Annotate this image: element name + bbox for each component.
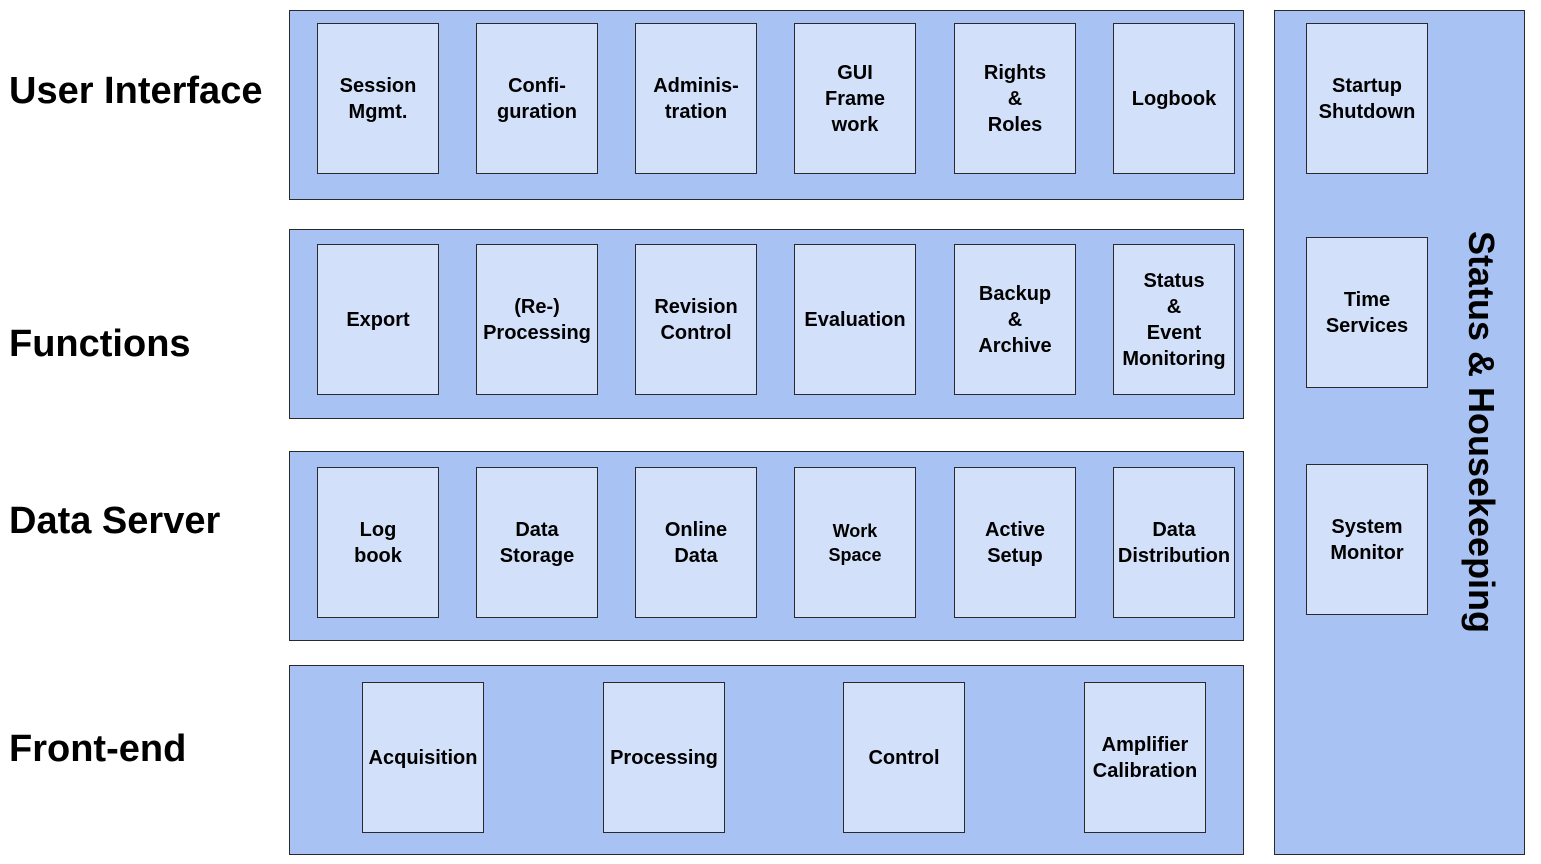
module-label: Data Distribution: [1117, 518, 1231, 567]
data-server-panel: Log book Data Storage Online Data Work S…: [289, 451, 1244, 641]
module-label: Work Space: [828, 520, 882, 565]
module-label: Session Mgmt.: [339, 74, 417, 123]
module-label: Logbook: [1131, 87, 1217, 110]
module-system-monitor[interactable]: System Monitor: [1306, 464, 1428, 615]
module-label: Data Storage: [499, 518, 575, 567]
front-end-panel: Acquisition Processing Control Amplifier…: [289, 665, 1244, 855]
layer-label-front-end: Front-end: [9, 728, 187, 770]
layer-label-data-server: Data Server: [9, 500, 221, 542]
module-label: Time Services: [1325, 288, 1409, 337]
module-acquisition[interactable]: Acquisition: [362, 682, 484, 833]
module-active-setup[interactable]: Active Setup: [954, 467, 1076, 618]
module-data-storage[interactable]: Data Storage: [476, 467, 598, 618]
housekeeping-title: Status & Housekeeping: [1461, 230, 1502, 634]
functions-panel: Export (Re-) Processing Revision Control…: [289, 229, 1244, 419]
module-label: Startup Shutdown: [1318, 74, 1416, 123]
module-control[interactable]: Control: [843, 682, 965, 833]
module-processing[interactable]: Processing: [603, 682, 725, 833]
module-session-mgmt[interactable]: Session Mgmt.: [317, 23, 439, 174]
module-configuration[interactable]: Confi- guration: [476, 23, 598, 174]
module-label: Online Data: [664, 518, 728, 567]
module-administration[interactable]: Adminis- tration: [635, 23, 757, 174]
module-label: GUI Frame work: [824, 61, 886, 136]
module-reprocessing[interactable]: (Re-) Processing: [476, 244, 598, 395]
module-status-event-monitoring[interactable]: Status & Event Monitoring: [1113, 244, 1235, 395]
module-label: (Re-) Processing: [483, 295, 591, 344]
module-label: Rights & Roles: [983, 61, 1047, 136]
module-time-services[interactable]: Time Services: [1306, 237, 1428, 388]
housekeeping-panel: Startup Shutdown Time Services System Mo…: [1274, 10, 1525, 855]
module-startup-shutdown[interactable]: Startup Shutdown: [1306, 23, 1428, 174]
module-label: Confi- guration: [497, 74, 577, 123]
module-work-space[interactable]: Work Space: [794, 467, 916, 618]
module-label: Acquisition: [368, 746, 478, 769]
module-label: Backup & Archive: [978, 282, 1052, 357]
module-revision-control[interactable]: Revision Control: [635, 244, 757, 395]
module-logbook[interactable]: Logbook: [1113, 23, 1235, 174]
module-label: Active Setup: [984, 518, 1046, 567]
module-gui-framework[interactable]: GUI Frame work: [794, 23, 916, 174]
module-evaluation[interactable]: Evaluation: [794, 244, 916, 395]
module-data-distribution[interactable]: Data Distribution: [1113, 467, 1235, 618]
module-label: Export: [346, 308, 410, 331]
module-amplifier-calibration[interactable]: Amplifier Calibration: [1084, 682, 1206, 833]
module-export[interactable]: Export: [317, 244, 439, 395]
module-label: Amplifier Calibration: [1092, 733, 1198, 782]
layer-label-functions: Functions: [9, 323, 191, 365]
module-backup-archive[interactable]: Backup & Archive: [954, 244, 1076, 395]
module-label: Revision Control: [654, 295, 738, 344]
module-label: System Monitor: [1330, 515, 1404, 564]
module-rights-roles[interactable]: Rights & Roles: [954, 23, 1076, 174]
module-online-data[interactable]: Online Data: [635, 467, 757, 618]
module-label: Evaluation: [804, 308, 906, 331]
user-interface-panel: Session Mgmt. Confi- guration Adminis- t…: [289, 10, 1244, 200]
module-label: Adminis- tration: [653, 74, 739, 123]
module-label: Processing: [610, 746, 718, 769]
module-label: Log book: [354, 518, 402, 567]
module-log-book[interactable]: Log book: [317, 467, 439, 618]
module-label: Control: [868, 746, 940, 769]
layer-label-user-interface: User Interface: [9, 70, 263, 112]
module-label: Status & Event Monitoring: [1122, 269, 1226, 370]
